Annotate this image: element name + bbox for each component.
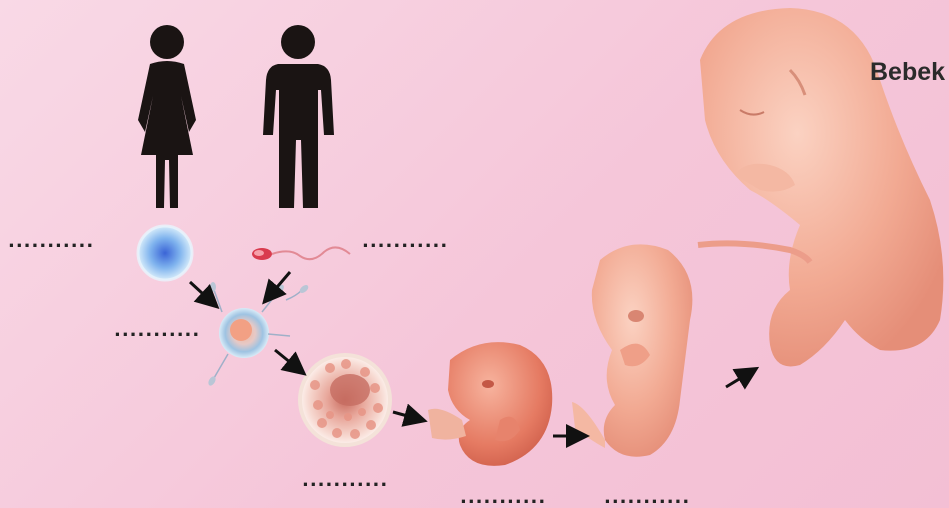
early-embryo	[428, 342, 552, 466]
blastocyst-blank: ...........	[302, 472, 388, 490]
zygote-blank: ...........	[114, 322, 200, 340]
egg-cell	[138, 226, 192, 280]
fetus-blank: ...........	[604, 489, 690, 507]
woman-silhouette-icon	[138, 25, 196, 208]
man-silhouette-icon	[263, 25, 334, 208]
baby-label: Bebek	[870, 58, 945, 87]
embryo-blank: ...........	[460, 489, 546, 507]
egg-blank: ...........	[8, 233, 94, 251]
zygote	[207, 282, 310, 387]
blastocyst	[300, 355, 390, 445]
sperm-blank: ...........	[362, 233, 448, 251]
sperm-cell	[252, 247, 350, 260]
fetus	[572, 244, 692, 456]
